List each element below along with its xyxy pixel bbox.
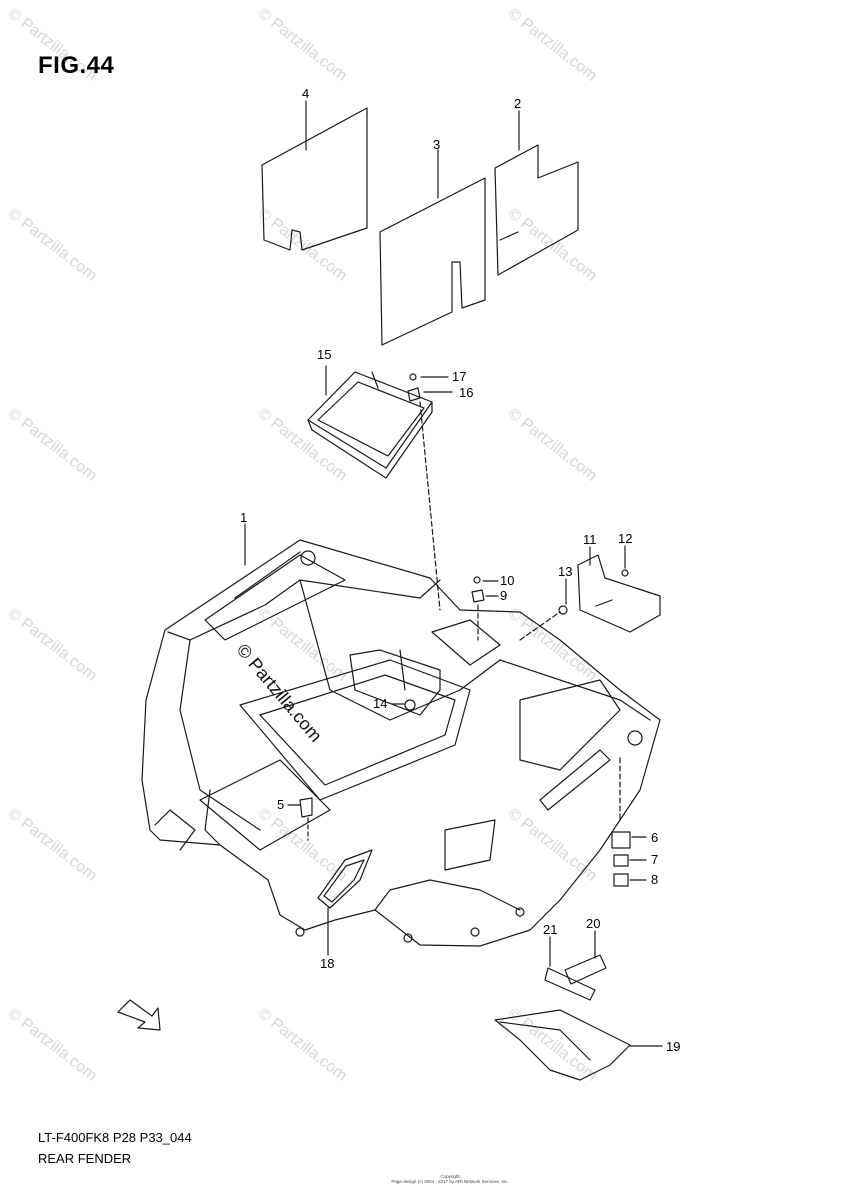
callout-13[interactable]: 13 [558,564,573,579]
part-10-screw [473,576,481,584]
part-21-pin [544,967,596,1001]
callout-9[interactable]: 9 [500,588,508,603]
section-name: REAR FENDER [38,1151,132,1166]
part-9-nut [471,589,485,603]
callout-10[interactable]: 10 [500,573,515,588]
part-2-sheet [494,144,579,276]
callout-6[interactable]: 6 [651,830,659,845]
part-4-sheet [261,107,368,251]
copyright-line-1: Copyright [440,1174,460,1179]
figure-title: FIG.44 [38,52,115,79]
part-11-bracket [577,554,661,633]
part-17-screw [409,373,417,381]
fwd-arrow-icon [117,999,161,1031]
part-19-cover [494,1009,631,1081]
model-code: LT-F400FK8 P28 P33_044 [38,1130,192,1145]
callout-8[interactable]: 8 [651,872,659,887]
part-5-bolt [299,797,313,818]
callout-19[interactable]: 19 [666,1039,681,1054]
callout-18[interactable]: 18 [320,956,335,971]
part-12-bolt [621,569,629,577]
callout-7[interactable]: 7 [651,852,659,867]
callout-11[interactable]: 11 [583,532,597,547]
part-3-sheet [379,177,486,346]
part-6-cushion [611,831,631,849]
callout-20[interactable]: 20 [586,916,601,931]
part-13-nut [558,605,568,615]
copyright-line-2: Page design (c) 2004 - 2017 by ARI Netwo… [391,1179,509,1184]
callout-17[interactable]: 17 [452,369,467,384]
callout-21[interactable]: 21 [543,922,558,937]
part-14-grommet [404,699,416,711]
callout-2[interactable]: 2 [514,96,522,111]
callout-3[interactable]: 3 [433,137,441,152]
part-7-collar [613,854,629,867]
callout-5[interactable]: 5 [277,797,285,812]
callout-4[interactable]: 4 [302,86,310,101]
part-20-pin [564,954,607,985]
part-1-rear-fender [141,539,661,947]
callout-14[interactable]: 14 [373,696,388,711]
callout-12[interactable]: 12 [618,531,633,546]
part-16-nut [407,387,421,402]
callout-15[interactable]: 15 [317,347,332,362]
copyright-notice: Copyright Page design (c) 2004 - 2017 by… [370,1174,530,1184]
callout-1[interactable]: 1 [240,510,248,525]
part-18-emblem [317,849,373,909]
callout-16[interactable]: 16 [459,385,474,400]
part-8-bolt [613,873,629,887]
